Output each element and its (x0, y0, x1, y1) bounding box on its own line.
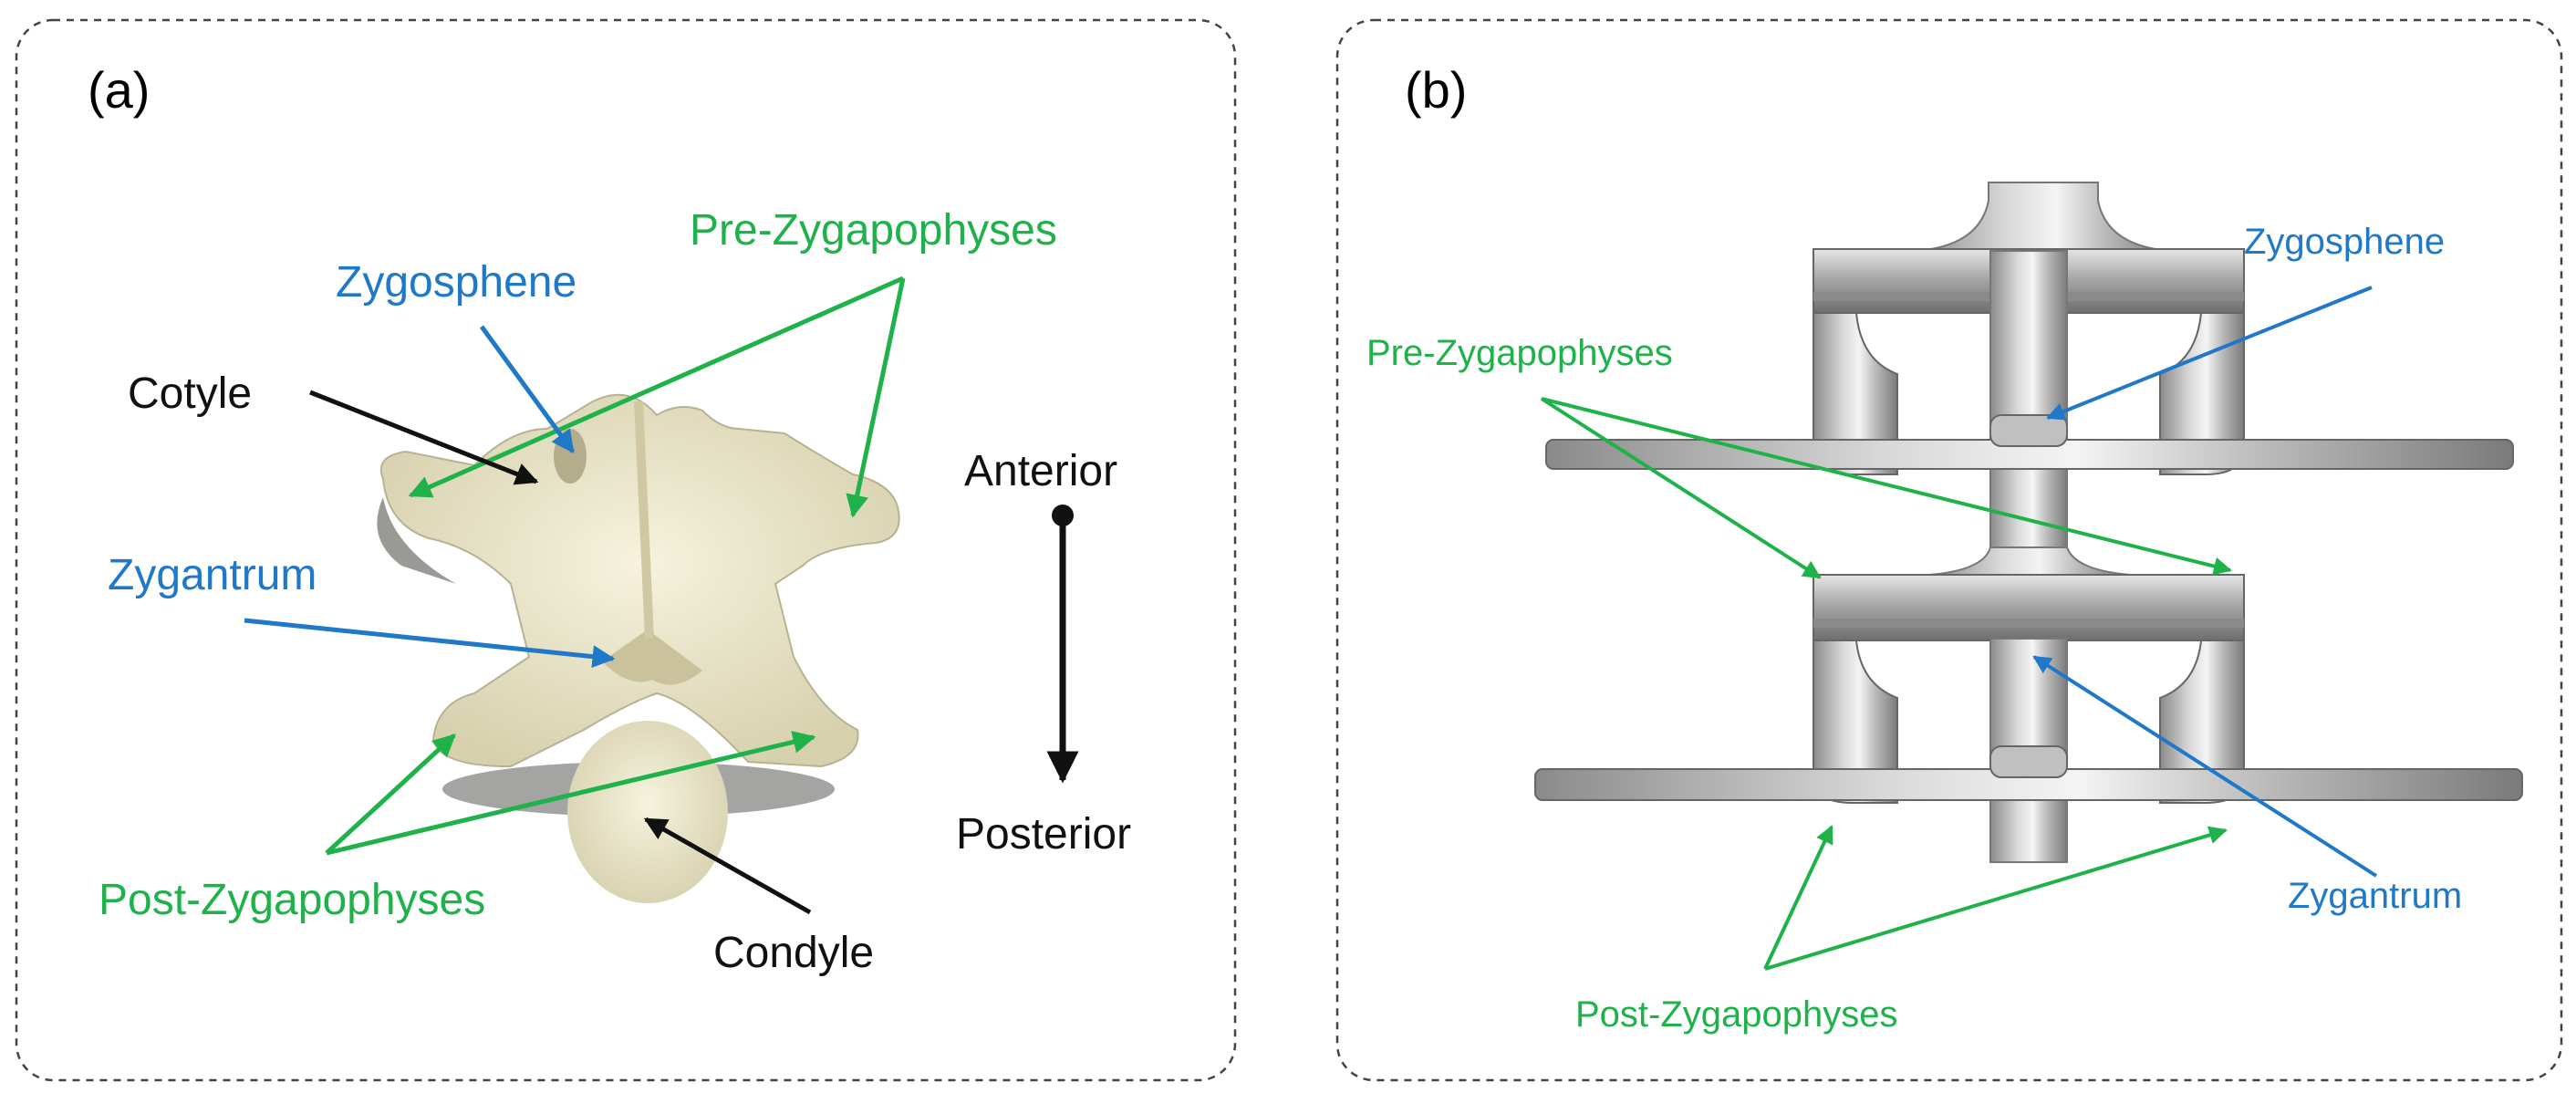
arrow-a-cotyle (309, 390, 539, 485)
arrow-a-pre-right (846, 277, 906, 518)
vertebra-image (377, 393, 900, 903)
label-a-zygantrum: Zygantrum (108, 551, 317, 599)
label-b-pre-zygapophyses: Pre-Zygapophyses (1366, 333, 1673, 373)
panel-b-border (1335, 18, 2563, 1082)
label-b-post-zygapophyses: Post-Zygapophyses (1575, 994, 1898, 1035)
label-a-post-zygapophyses: Post-Zygapophyses (99, 876, 485, 924)
panel-a-letter: (a) (88, 61, 150, 119)
label-b-zygosphene: Zygosphene (2244, 222, 2445, 262)
panel-b-letter: (b) (1405, 61, 1467, 119)
label-a-anterior: Anterior (964, 447, 1117, 495)
arrow-b-post-right (1764, 826, 2228, 971)
arrow-a-post-left (325, 734, 456, 855)
label-a-zygosphene: Zygosphene (336, 258, 576, 307)
panel-a-border (15, 18, 1237, 1082)
arrow-a-pre-left (408, 276, 905, 498)
label-b-zygantrum: Zygantrum (2288, 876, 2462, 916)
arrow-a-zygosphene (479, 325, 576, 454)
label-a-condyle: Condyle (713, 929, 874, 977)
mechanical-model (1534, 182, 2523, 863)
arrow-a-condyle (643, 817, 812, 915)
label-a-posterior: Posterior (956, 810, 1131, 858)
arrow-b-zygantrum (2032, 655, 2378, 878)
label-a-pre-zygapophyses: Pre-Zygapophyses (690, 206, 1057, 255)
arrow-b-pre-right (1541, 397, 2232, 576)
label-a-cotyle: Cotyle (128, 369, 252, 418)
arrow-b-pre-left (1540, 397, 1822, 579)
arrow-b-zygosphene (2046, 286, 2373, 421)
arrow-a-post-right (326, 731, 816, 856)
arrow-b-post-left (1763, 825, 1833, 970)
condyle-shape (567, 721, 728, 903)
arrow-a-zygantrum (244, 618, 616, 669)
